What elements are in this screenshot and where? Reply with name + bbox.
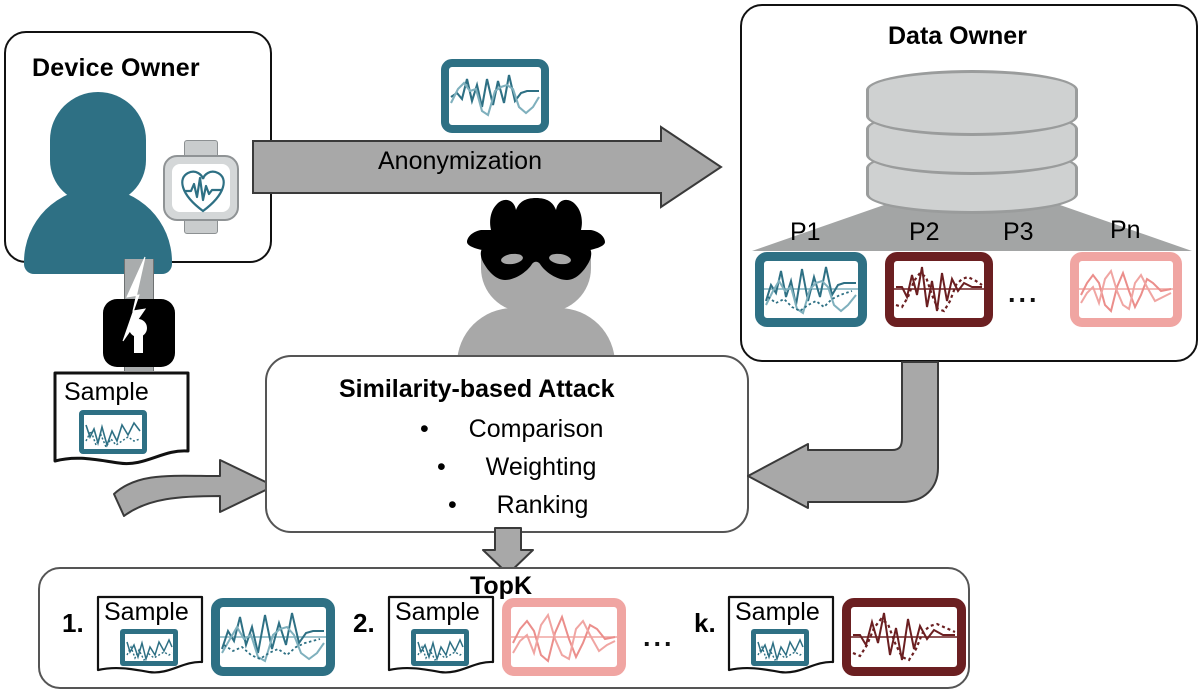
topk-title: TopK xyxy=(470,572,533,600)
topk-sample-label-k: Sample xyxy=(735,598,820,626)
topk-rank-1: 1. xyxy=(62,608,84,638)
bullet-dot: • xyxy=(437,453,446,481)
topk-sample-label-1: Sample xyxy=(104,598,189,626)
topk-ellipsis: ... xyxy=(643,622,675,652)
partition-fan-shape xyxy=(752,205,1192,251)
sample-label: Sample xyxy=(64,378,149,406)
partition-label-p2: P2 xyxy=(909,218,940,246)
attack-bullet-ranking: • Ranking xyxy=(448,491,588,520)
device-owner-title: Device Owner xyxy=(32,54,200,82)
topk-sample-label-2: Sample xyxy=(395,598,480,626)
attack-bullet-label: Weighting xyxy=(485,453,597,481)
topk-rank-2: 2. xyxy=(353,608,375,638)
topk-rank-k: k. xyxy=(694,608,716,638)
partition-tile-p2 xyxy=(885,252,993,327)
sample-document: Sample xyxy=(53,371,190,466)
topk-match-tile-1 xyxy=(211,598,335,676)
anonymization-label: Anonymization xyxy=(378,147,542,175)
topk-sample-chart-icon-1 xyxy=(120,629,178,666)
topk-match-tile-k xyxy=(842,598,966,676)
partition-label-p1: P1 xyxy=(790,218,821,246)
attack-bullet-weighting: • Weighting xyxy=(437,453,596,482)
broken-padlock-icon xyxy=(95,256,183,379)
topk-sample-doc-2: Sample xyxy=(387,595,495,676)
attack-bullet-label: Comparison xyxy=(468,415,604,443)
attack-bullet-label: Ranking xyxy=(496,491,589,519)
topk-sample-doc-1: Sample xyxy=(96,595,204,676)
data-to-attack-elbow-arrow xyxy=(747,361,939,509)
topk-sample-doc-k: Sample xyxy=(727,595,835,676)
partition-tile-p1 xyxy=(755,252,867,327)
topk-sample-chart-icon-2 xyxy=(411,629,469,666)
sample-to-attack-arrow xyxy=(113,459,275,517)
database-cylinder-icon xyxy=(866,70,1078,214)
partition-label-pn: Pn xyxy=(1110,216,1141,244)
partition-tile-pn xyxy=(1070,252,1182,327)
masked-thief-icon xyxy=(443,196,629,364)
topk-match-tile-2 xyxy=(502,598,626,676)
bullet-dot: • xyxy=(448,491,457,519)
smartwatch-heartbeat-icon xyxy=(163,140,239,236)
similarity-attack-title: Similarity-based Attack xyxy=(339,375,615,403)
attack-bullet-comparison: • Comparison xyxy=(420,415,603,444)
sample-chart-icon xyxy=(79,410,147,454)
partition-label-p3: P3 xyxy=(1003,218,1034,246)
anonymization-arrow xyxy=(252,125,723,209)
attack-to-topk-arrow xyxy=(482,527,534,575)
bullet-dot: • xyxy=(420,415,429,443)
anonymization-chart-icon xyxy=(441,59,549,133)
data-owner-title: Data Owner xyxy=(888,22,1027,50)
topk-sample-chart-icon-k xyxy=(751,629,809,666)
person-silhouette-icon xyxy=(24,92,174,274)
partition-ellipsis: ... xyxy=(1008,278,1040,308)
